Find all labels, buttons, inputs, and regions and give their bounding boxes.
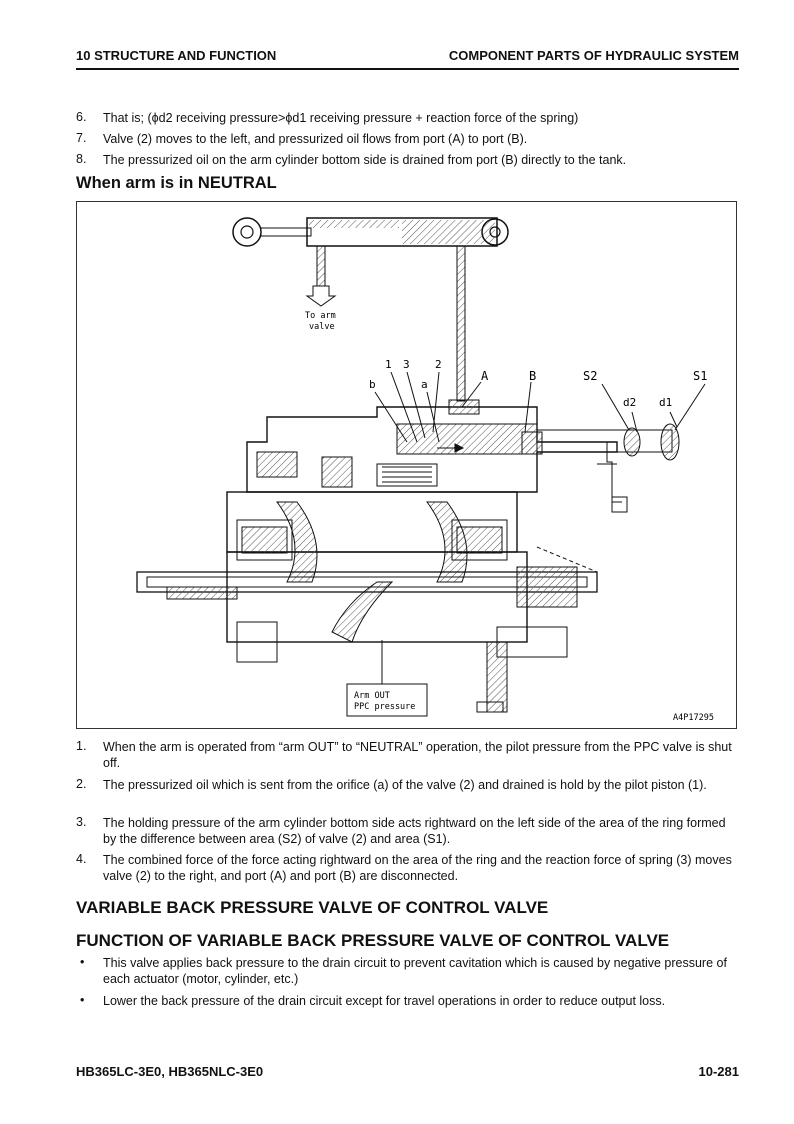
label-port-A: A	[481, 369, 489, 383]
heading-variable-back-pressure: VARIABLE BACK PRESSURE VALVE OF CONTROL …	[76, 898, 549, 917]
bullet: •	[80, 993, 85, 1007]
label-1: 1	[385, 358, 392, 371]
label-2: 2	[435, 358, 442, 371]
bullet: •	[80, 955, 85, 969]
control-valve-body	[136, 399, 618, 713]
hydraulic-diagram: To arm valve	[76, 201, 737, 729]
ppc-label: Arm OUT	[354, 691, 390, 701]
label-b: b	[369, 378, 376, 391]
heading-function: FUNCTION OF VARIABLE BACK PRESSURE VALVE…	[76, 931, 670, 950]
ppc-pressure-box	[346, 640, 428, 717]
label-port-B: B	[529, 369, 536, 383]
label-3: 3	[403, 358, 410, 371]
label-d2: d2	[623, 396, 636, 409]
label-S1: S1	[693, 369, 707, 383]
step-text: The combined force of the force acting r…	[103, 853, 732, 883]
step-text: That is; (ϕd2 receiving pressure>ϕd1 rec…	[103, 111, 579, 125]
valve-schematic: To arm valve	[136, 217, 714, 723]
label-a: a	[421, 378, 428, 391]
step-text: The holding pressure of the arm cylinder…	[103, 816, 726, 846]
page-number: 10-281	[698, 1064, 739, 1079]
bullet-text: Lower the back pressure of the drain cir…	[103, 994, 666, 1008]
label-S2: S2	[583, 369, 597, 383]
step-text: When the arm is operated from “arm OUT” …	[103, 740, 732, 770]
label-d1: d1	[659, 396, 672, 409]
step-number: 6.	[76, 110, 87, 124]
step-text: The pressurized oil which is sent from t…	[103, 778, 707, 792]
spool-detail	[536, 383, 706, 513]
step-number: 2.	[76, 777, 87, 791]
step-number: 4.	[76, 852, 87, 866]
chapter-title: 10 STRUCTURE AND FUNCTION	[76, 48, 277, 63]
step-number: 1.	[76, 739, 87, 753]
figure-code: A4P17295	[673, 713, 714, 723]
step-number: 3.	[76, 815, 87, 829]
to-arm-valve-label: valve	[309, 322, 335, 332]
to-arm-valve-label: To arm	[305, 311, 336, 321]
step-text: Valve (2) moves to the left, and pressur…	[103, 132, 528, 146]
ppc-label: PPC pressure	[354, 702, 415, 712]
callout-leaders	[374, 371, 532, 453]
section-header-title: COMPONENT PARTS OF HYDRAULIC SYSTEM	[448, 48, 739, 63]
step-number: 7.	[76, 131, 87, 145]
footer-model: HB365LC-3E0, HB365NLC-3E0	[76, 1064, 264, 1079]
bullet-text: This valve applies back pressure to the …	[103, 956, 727, 986]
step-text: The pressurized oil on the arm cylinder …	[103, 153, 627, 167]
page-header: 10 STRUCTURE AND FUNCTION COMPONENT PART…	[76, 46, 739, 70]
step-number: 8.	[76, 152, 87, 166]
section-heading: When arm is in NEUTRAL	[76, 174, 277, 192]
arm-cylinder	[232, 217, 509, 402]
